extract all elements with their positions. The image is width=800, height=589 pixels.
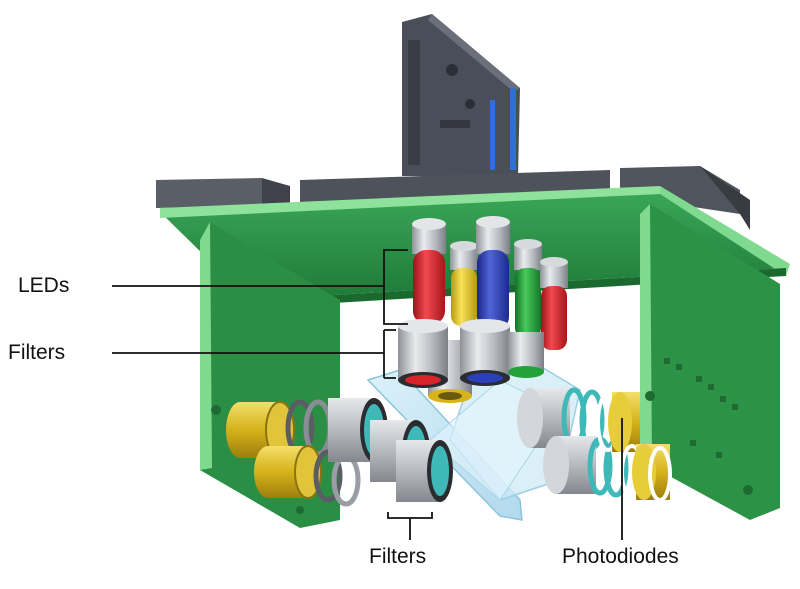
left-detector-stack [226, 398, 453, 507]
led-filter-array [398, 319, 544, 403]
filters-label-left: Filters [8, 341, 66, 364]
left-filter-cylinders [328, 398, 453, 502]
leds-label: LEDs [18, 274, 70, 297]
led-green [514, 239, 542, 338]
led-red [412, 218, 446, 324]
led-blue [476, 216, 510, 330]
top-connectors [156, 166, 750, 230]
led-filter-red [398, 319, 448, 388]
left-photodiode-row-lower [254, 445, 361, 507]
led-yellow [450, 241, 478, 326]
label-leader-lines [112, 249, 623, 540]
led-red-right [540, 257, 568, 350]
leds-leader-line [112, 249, 408, 325]
filters-left-leader-line [112, 329, 396, 379]
right-photodiodes [596, 392, 672, 502]
right-circuit-board [640, 204, 780, 520]
led-filter-blue [460, 319, 510, 386]
connector-card [402, 14, 520, 176]
right-detector-stack [517, 387, 672, 502]
led-array [412, 216, 568, 350]
photodiodes-label: Photodiodes [562, 545, 679, 568]
led-filter-green [508, 332, 544, 378]
left-photodiode-row-upper [226, 399, 333, 459]
filters-label-bottom: Filters [369, 545, 427, 568]
filters-bottom-leader-line [387, 512, 433, 540]
